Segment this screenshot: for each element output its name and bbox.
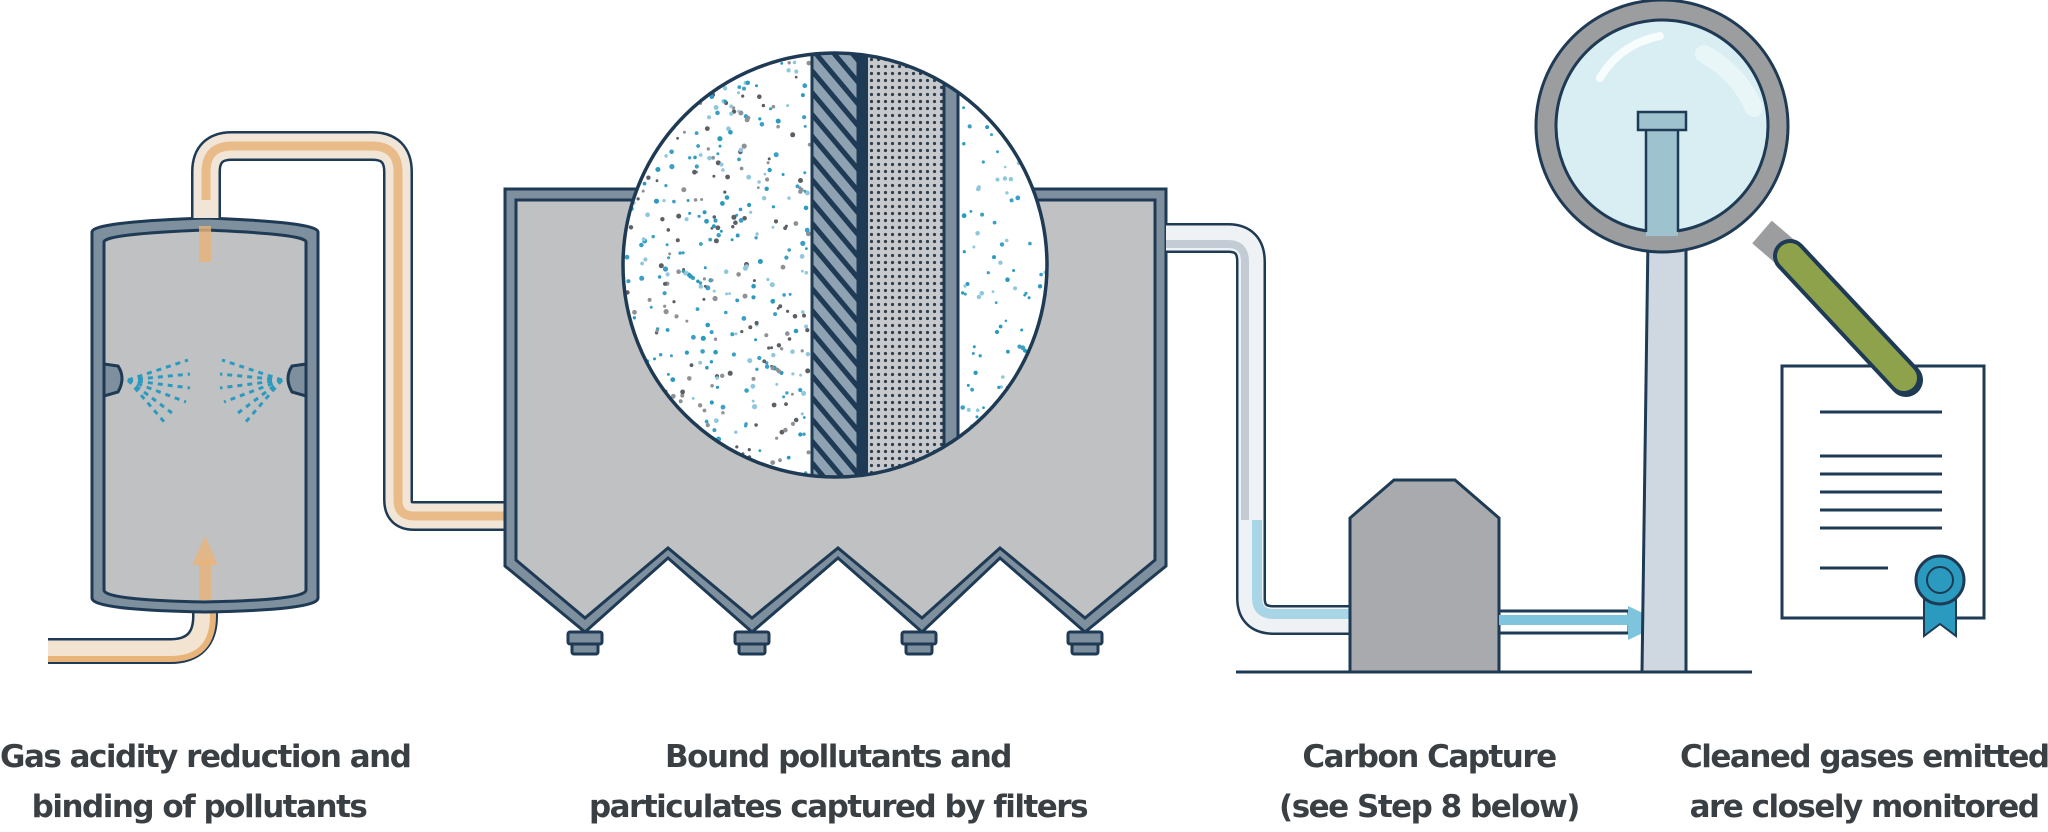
award-ribbon-icon [1914, 554, 1966, 638]
caption-step-3-line1: Carbon Capture [1302, 739, 1557, 775]
certificate-icon [1780, 364, 1986, 638]
scrubber-tank [48, 131, 568, 664]
exhaust-stack [1640, 236, 1688, 674]
caption-step-4-line2: are closely monitored [1689, 789, 2040, 825]
caption-step-1: Gas acidity reduction and binding of pol… [0, 732, 412, 832]
magnifying-glass-icon [1534, 0, 1923, 397]
caption-step-3-line2: (see Step 8 below) [1279, 789, 1580, 825]
filter-magnifier-circle [621, 51, 1049, 479]
caption-step-2-line1: Bound pollutants and [665, 739, 1012, 775]
caption-step-4: Cleaned gases emitted are closely monito… [1680, 732, 2048, 832]
caption-step-4-line1: Cleaned gases emitted [1680, 739, 2048, 775]
spray-nozzle-icon [286, 362, 308, 398]
caption-step-1-line2: binding of pollutants [31, 789, 368, 825]
caption-step-2-line2: particulates captured by filters [588, 789, 1089, 825]
caption-step-2: Bound pollutants and particulates captur… [560, 732, 1116, 832]
carbon-capture-pipe [1166, 223, 1354, 635]
spray-nozzle-icon [102, 362, 124, 398]
caption-step-1-line1: Gas acidity reduction and [0, 739, 412, 775]
carbon-capture-unit [1348, 478, 1664, 674]
caption-step-3: Carbon Capture (see Step 8 below) [1264, 732, 1594, 832]
